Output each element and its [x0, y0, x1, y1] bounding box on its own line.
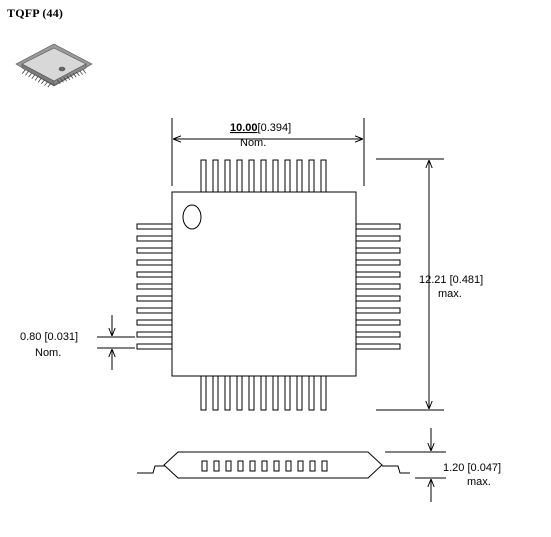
pin-right	[355, 331, 401, 338]
pin-top	[272, 159, 279, 193]
side-pin	[285, 460, 292, 472]
pin-right	[355, 283, 401, 290]
pin-top	[236, 159, 243, 193]
pin-top	[296, 159, 303, 193]
pin-top	[224, 159, 231, 193]
pin-right	[355, 343, 401, 350]
width-qualifier: Nom.	[240, 137, 266, 149]
package-title: TQFP (44)	[7, 6, 64, 20]
pin-top	[260, 159, 267, 193]
side-pin	[237, 460, 244, 472]
side-pin	[273, 460, 280, 472]
side-pin	[261, 460, 268, 472]
pin-top	[200, 159, 207, 193]
package-body	[171, 191, 357, 377]
side-pin	[213, 460, 220, 472]
side-pin	[309, 460, 316, 472]
side-pin	[249, 460, 256, 472]
side-pin	[225, 460, 232, 472]
thickness-dimension	[385, 428, 446, 502]
pin-left	[136, 331, 173, 338]
pin-bottom	[320, 375, 327, 411]
pin-bottom	[224, 375, 231, 411]
pins-right	[355, 223, 401, 350]
pin-left	[136, 235, 173, 242]
pin-right	[355, 235, 401, 242]
height-value: 12.21 [0.481]	[419, 274, 483, 286]
pin-bottom	[260, 375, 267, 411]
width-value: 10.00	[230, 122, 258, 134]
pin-left	[136, 223, 173, 230]
pin-right	[355, 247, 401, 254]
pin-top	[308, 159, 315, 193]
pin1-marker	[182, 204, 202, 230]
pin-top	[284, 159, 291, 193]
pin-right	[355, 307, 401, 314]
pin-bottom	[272, 375, 279, 411]
pin-right	[355, 259, 401, 266]
pin-left	[136, 319, 173, 326]
pin-left	[136, 343, 173, 350]
pin-right	[355, 295, 401, 302]
pitch-dimension	[97, 315, 135, 370]
pin-bottom	[284, 375, 291, 411]
side-view	[137, 451, 410, 479]
pin-bottom	[308, 375, 315, 411]
height-qualifier: max.	[438, 288, 462, 300]
height-dimension	[376, 158, 444, 411]
pin-top	[248, 159, 255, 193]
pin-left	[136, 247, 173, 254]
svg-text:10.00[0.394]: 10.00[0.394]	[230, 122, 291, 134]
pin-bottom	[248, 375, 255, 411]
pin-bottom	[296, 375, 303, 411]
pin-right	[355, 223, 401, 230]
pin-left	[136, 295, 173, 302]
side-pin	[321, 460, 328, 472]
pin-left	[136, 259, 173, 266]
pins-left	[136, 223, 173, 350]
width-inch: [0.394]	[258, 122, 292, 134]
pin-bottom	[200, 375, 207, 411]
pin-top	[320, 159, 327, 193]
pin-bottom	[236, 375, 243, 411]
side-pin	[201, 460, 208, 472]
pitch-value: 0.80 [0.031]	[20, 331, 78, 343]
pin-left	[136, 307, 173, 314]
width-dimension	[171, 118, 365, 186]
pin-bottom	[212, 375, 219, 411]
pins-top	[200, 159, 327, 193]
pins-bottom	[200, 375, 327, 411]
pin-left	[136, 283, 173, 290]
pin-right	[355, 271, 401, 278]
pin-left	[136, 271, 173, 278]
thickness-qualifier: max.	[467, 476, 491, 488]
pin-right	[355, 319, 401, 326]
tqfp-chip-icon	[15, 43, 93, 88]
pin-top	[212, 159, 219, 193]
pitch-qualifier: Nom.	[35, 347, 61, 359]
thickness-value: 1.20 [0.047]	[443, 462, 501, 474]
side-pin	[297, 460, 304, 472]
